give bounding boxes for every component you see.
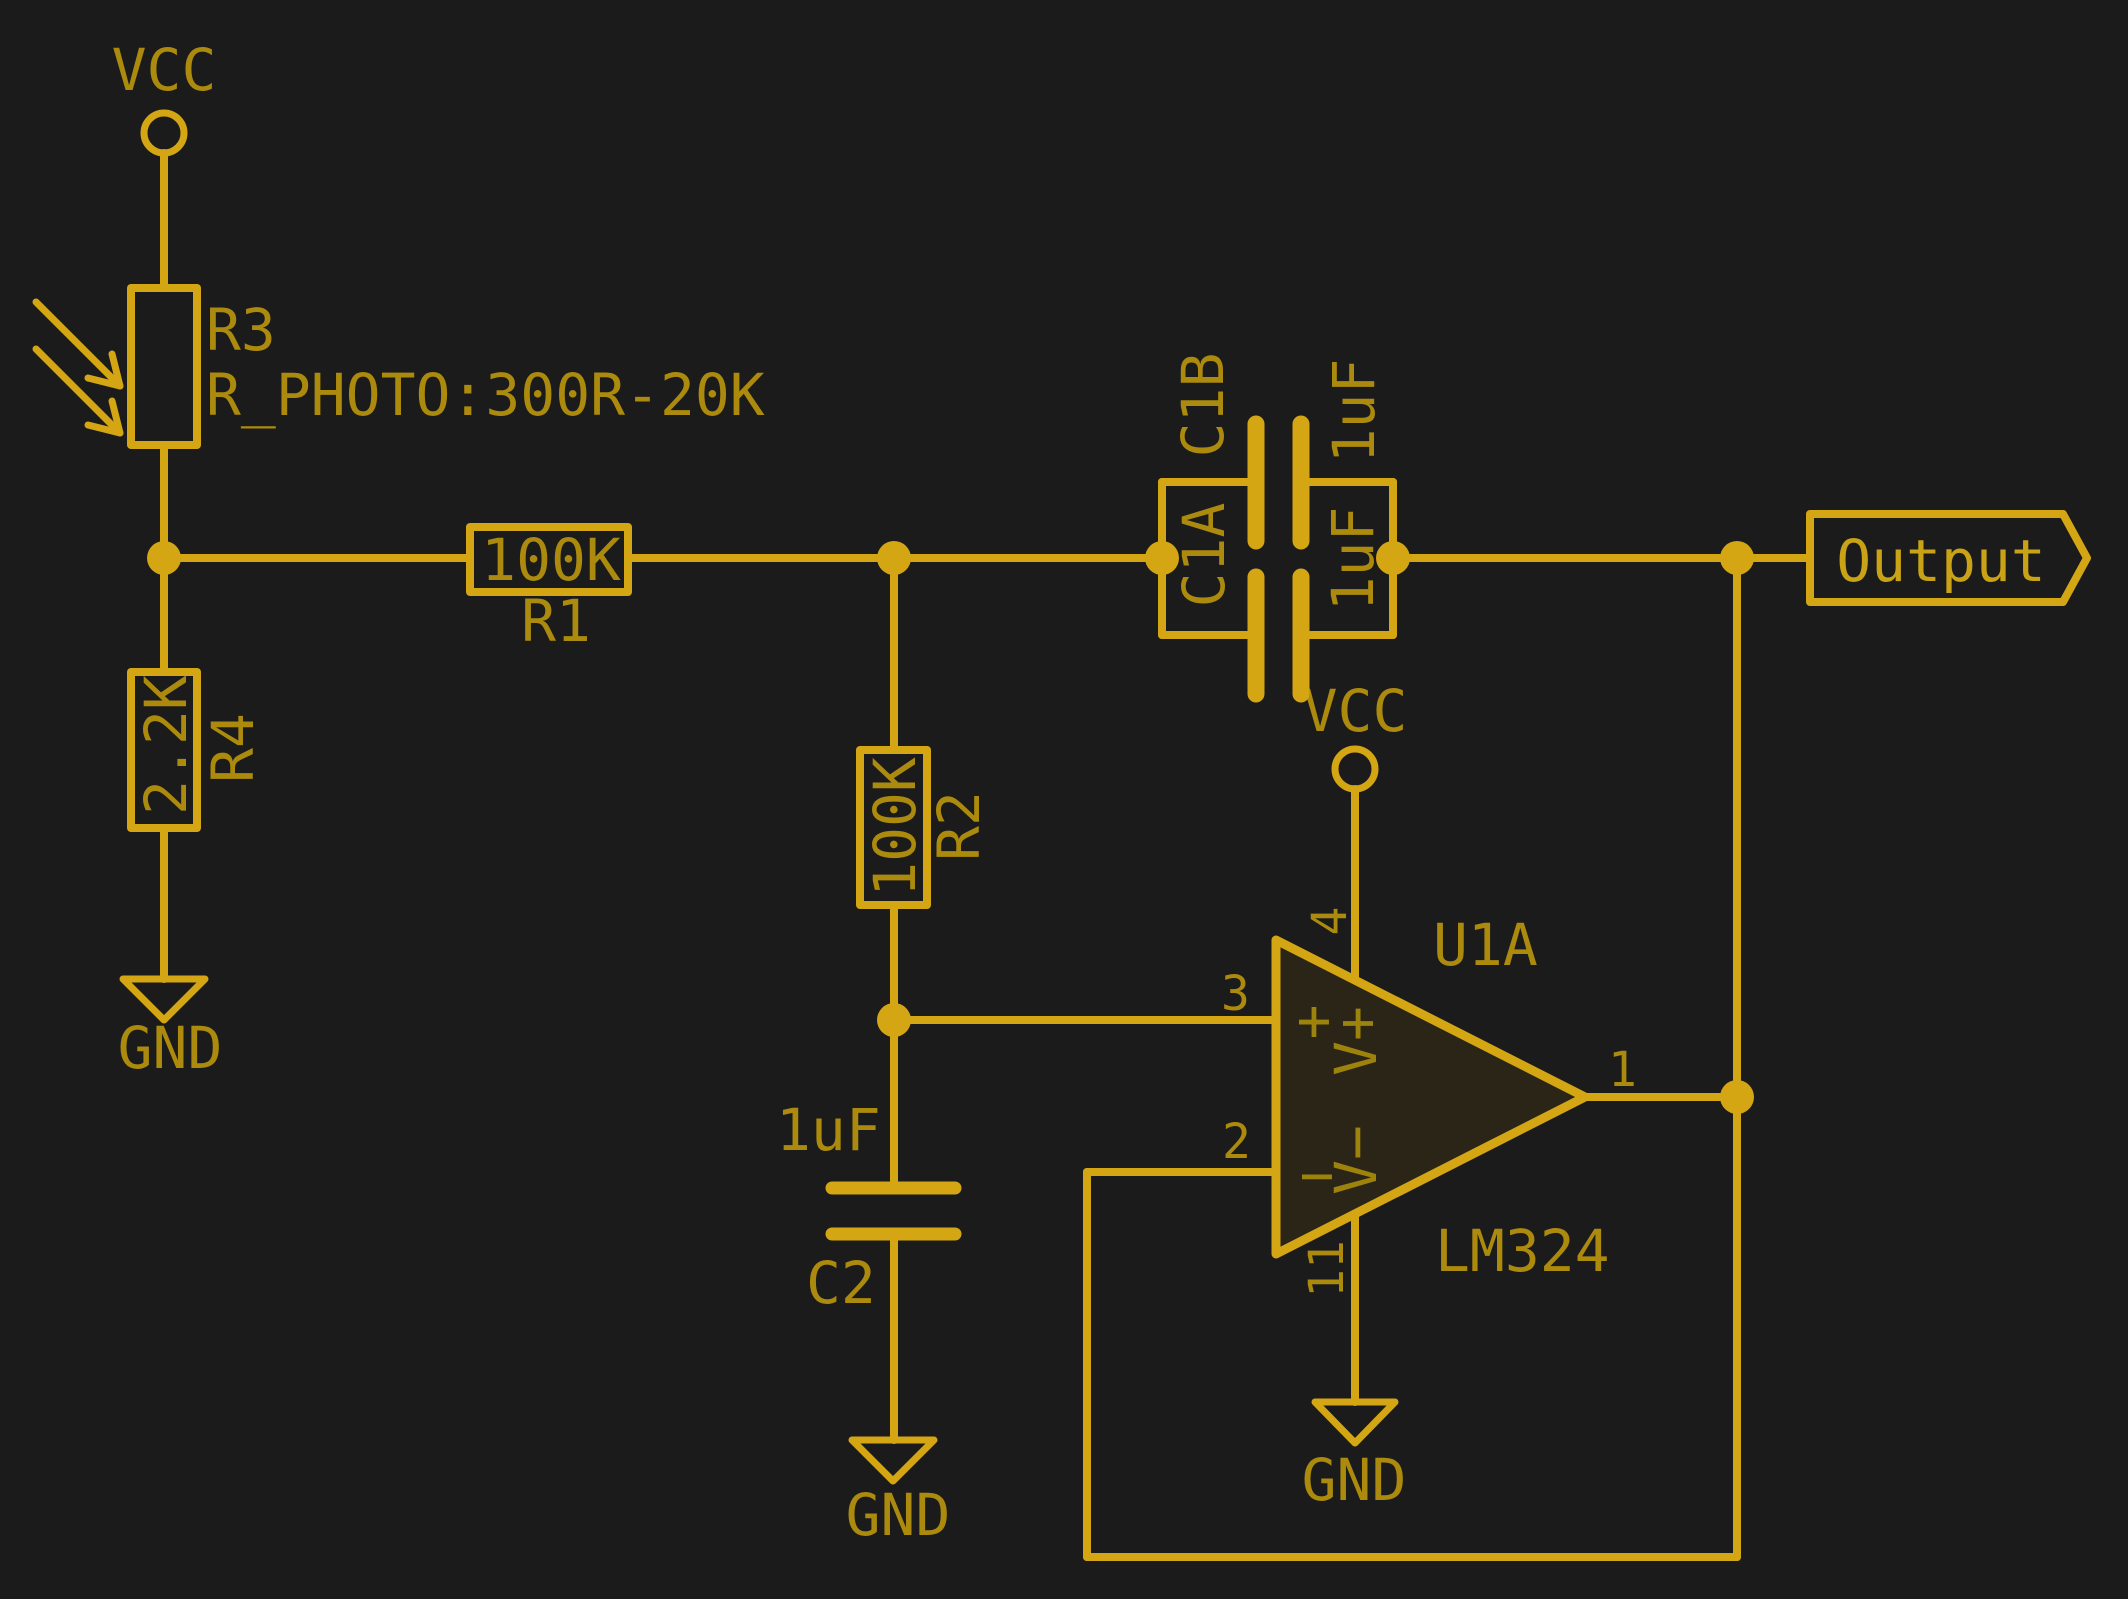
capacitor-c2[interactable]: 1uF C2 (776, 1096, 962, 1317)
r1-ref: R1 (521, 587, 591, 655)
light-arrows-icon (32, 298, 124, 437)
resistor-body (127, 668, 201, 832)
gnd-c2-label: GND (846, 1481, 951, 1549)
c1b-value: 1uF (1320, 359, 1388, 464)
junctions (147, 541, 1754, 1114)
junction-c1-left[interactable] (1145, 541, 1179, 575)
r2-value: 100K (861, 757, 929, 897)
r3-value: R_PHOTO:300R-20K (206, 361, 765, 429)
resistor-r1[interactable]: 100K R1 (466, 523, 632, 655)
pin2-number: 2 (1222, 1114, 1251, 1170)
noninverting-plus-marker: + (1297, 986, 1332, 1054)
junction-r2-c2-pin3[interactable] (877, 1003, 911, 1037)
gnd-symbol-c2[interactable]: GND (846, 1436, 951, 1549)
opamp-triangle (1271, 935, 1590, 1259)
vcc-symbol-opamp[interactable]: VCC (1303, 677, 1408, 793)
r3-ref: R3 (206, 296, 276, 364)
gnd-symbol-opamp[interactable]: GND (1302, 1398, 1407, 1514)
output-flag[interactable]: Output (1806, 510, 2091, 606)
pin4-number: 4 (1302, 907, 1358, 936)
vcc-symbol-left[interactable]: VCC (112, 36, 217, 157)
gnd-symbol-r4[interactable]: GND (118, 975, 223, 1082)
c2-ref: C2 (806, 1249, 876, 1317)
r2-ref: R2 (925, 791, 993, 861)
output-flag-outline (1806, 510, 2091, 606)
pin3-number: 3 (1221, 966, 1250, 1022)
gnd-r4-label: GND (118, 1014, 223, 1082)
c1a-value: 1uF (1319, 507, 1387, 612)
u1a-ref: U1A (1433, 911, 1538, 979)
resistor-body (466, 523, 632, 596)
capacitor-c1b[interactable]: C1B 1uF (1169, 353, 1388, 550)
capacitor-c1a[interactable]: C1A 1uF (1170, 503, 1387, 703)
u1a-value: LM324 (1435, 1217, 1610, 1285)
gnd-opamp-label: GND (1302, 1446, 1407, 1514)
resistor-r2[interactable]: 100K R2 (856, 746, 993, 909)
r4-ref: R4 (199, 713, 267, 783)
vplus-marker: V+ (1322, 1006, 1390, 1076)
output-flag-label: Output (1836, 527, 2046, 595)
junction-c1-right[interactable] (1376, 541, 1410, 575)
vcc-opamp-label: VCC (1303, 677, 1408, 745)
resistor-body (127, 284, 201, 449)
r1-value: 100K (481, 526, 621, 594)
junction-output[interactable] (1720, 541, 1754, 575)
vcc-circle-icon (140, 109, 188, 157)
pin1-number: 1 (1608, 1042, 1637, 1098)
junction-r1-r2[interactable] (877, 541, 911, 575)
pin11-number: 11 (1299, 1240, 1355, 1298)
c2-value: 1uF (776, 1096, 881, 1164)
resistor-body (856, 746, 931, 909)
vcc-circle-icon (1331, 745, 1379, 793)
gnd-arrow-icon (848, 1436, 938, 1485)
vminus-marker: V− (1322, 1125, 1390, 1195)
photoresistor-r3[interactable]: R3 R_PHOTO:300R-20K (32, 284, 765, 449)
junction-pin1-feedback[interactable] (1720, 1080, 1754, 1114)
junction-r3-r4[interactable] (147, 541, 181, 575)
c1b-ref: C1B (1169, 353, 1237, 458)
inverting-minus-marker: − (1300, 1141, 1335, 1209)
opamp-u1a[interactable]: + − V+ V− 3 2 1 4 11 U1A LM324 (1221, 907, 1637, 1298)
resistor-r4[interactable]: 2.2K R4 (127, 668, 267, 832)
r4-value: 2.2K (132, 675, 200, 815)
c1a-ref: C1A (1170, 503, 1238, 608)
vcc-left-label: VCC (112, 36, 217, 104)
gnd-arrow-icon (119, 975, 209, 1024)
gnd-arrow-icon (1311, 1398, 1399, 1447)
